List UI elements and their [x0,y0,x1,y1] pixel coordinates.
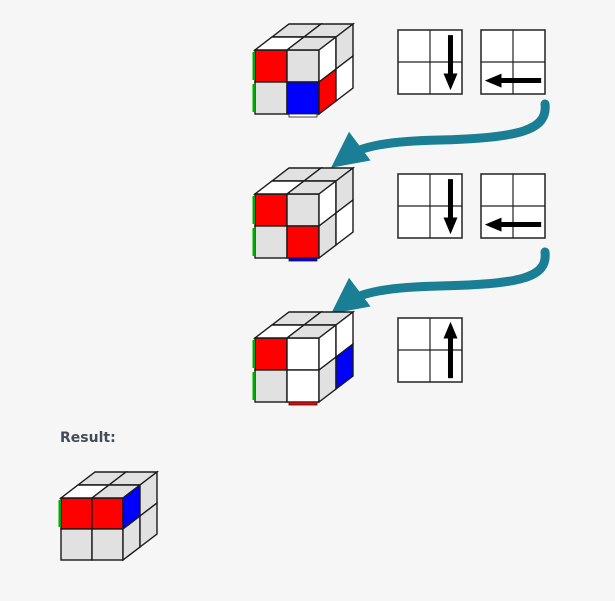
next-step-arrow-1 [331,99,550,168]
bottom-edge-sticker [288,257,318,262]
right-sticker [139,501,158,549]
front-sticker [286,369,320,403]
arrow-down-icon [397,173,463,239]
result-cube [58,470,160,562]
cube-state-3 [252,310,356,406]
front-sticker [60,497,93,530]
right-sticker [335,342,354,391]
right-sticker [335,198,354,247]
cube-state-1 [252,22,356,118]
front-sticker [254,337,288,371]
bottom-edge-sticker [288,113,318,118]
front-sticker [254,369,288,403]
front-sticker [91,528,124,561]
move-sequence-2 [397,173,546,239]
left-edge-sticker [252,372,255,400]
left-edge-sticker [58,500,61,527]
step-3 [252,310,463,406]
front-sticker [286,81,320,115]
left-edge-sticker [252,340,255,368]
cube-state-2 [252,166,356,262]
left-edge-sticker [252,228,255,256]
arrow-up-icon [397,317,463,383]
bottom-edge-sticker [288,401,318,406]
move-sequence-1 [397,29,546,95]
arrow-left-icon [480,29,546,95]
front-sticker [254,193,288,227]
front-sticker [286,337,320,371]
left-edge-sticker [252,84,255,112]
front-sticker [286,193,320,227]
result-label: Result: [60,430,116,446]
arrow-down-icon [397,29,463,95]
front-sticker [254,49,288,83]
front-sticker [286,49,320,83]
left-edge-sticker [252,196,255,224]
step-1 [252,22,546,118]
front-sticker [91,497,124,530]
front-sticker [254,81,288,115]
left-edge-sticker [252,52,255,80]
right-sticker [335,54,354,103]
front-sticker [60,528,93,561]
step-2 [252,166,546,262]
front-sticker [286,225,320,259]
front-sticker [254,225,288,259]
arrow-left-icon [480,173,546,239]
move-sequence-3 [397,317,463,383]
next-step-arrow-2 [331,247,550,314]
